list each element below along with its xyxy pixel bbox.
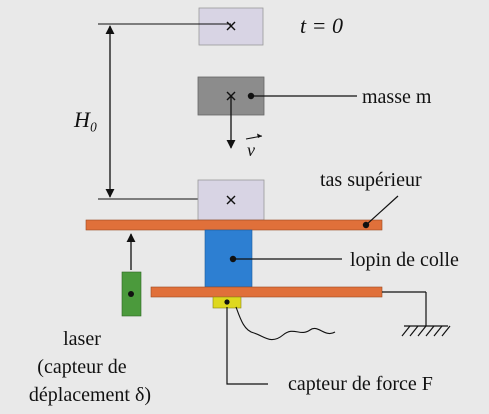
laser-label-line1: laser (63, 328, 101, 350)
cross-icon (226, 195, 236, 205)
ground-hatch-icon (401, 325, 451, 337)
upper-anvil-label: tas supérieur (320, 169, 422, 191)
cross-icon (226, 21, 236, 31)
laser-label-line2: (capteur de (37, 356, 127, 378)
height-label: H₀ (73, 107, 98, 132)
mass-initial-position (198, 7, 264, 46)
vector-arrowhead-icon (257, 133, 262, 138)
lower-plate (150, 286, 383, 298)
velocity-label: v (247, 140, 255, 160)
force-sensor-leader-line (226, 307, 268, 385)
sensor-cable (235, 306, 336, 341)
mass-label: masse m (362, 86, 432, 108)
glue-label: lopin de colle (350, 249, 459, 271)
velocity-label-group: v (245, 133, 263, 160)
t0-label: t = 0 (300, 13, 343, 38)
mass-impact-position (197, 179, 265, 221)
upper-anvil-plate (85, 219, 383, 231)
dot-icon (224, 299, 230, 305)
laser-label-line3: déplacement δ) (29, 384, 151, 406)
force-sensor-label: capteur de force F (288, 373, 433, 395)
cross-icon (226, 91, 236, 101)
upper-anvil-leader-line (365, 195, 399, 226)
dot-icon (128, 291, 134, 297)
